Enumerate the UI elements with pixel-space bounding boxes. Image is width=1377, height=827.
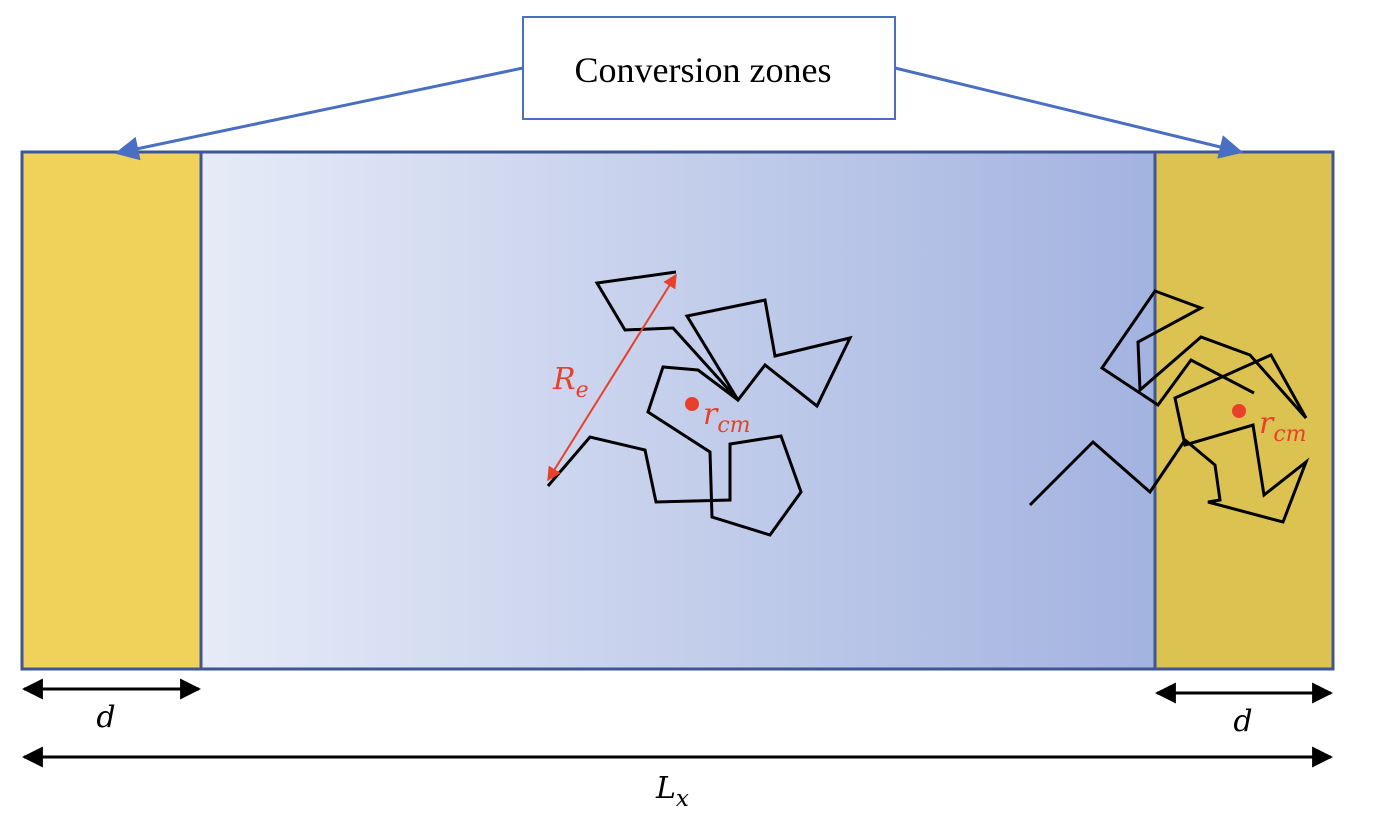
- left-conversion-zone: [22, 152, 201, 669]
- center-of-mass-dot-bulk: [685, 397, 699, 411]
- left-zone-width-label: d: [96, 700, 115, 735]
- right-zone-width-label: d: [1233, 704, 1252, 739]
- end-to-end-vector-arrow: [547, 273, 677, 482]
- bulk-region: [201, 152, 1155, 669]
- callout-arrow-left: [114, 66, 524, 161]
- callout-label: Conversion zones: [575, 50, 832, 90]
- end-to-end-vector-label: Re: [552, 362, 589, 403]
- polymer-chain-bulk: [546, 270, 853, 537]
- center-of-mass-dot-zone: [1232, 404, 1246, 418]
- center-of-mass-label-zone: rcm: [1259, 406, 1307, 447]
- polymer-chain-conversion-zone: [1028, 289, 1310, 524]
- center-of-mass-label-bulk: rcm: [703, 397, 751, 438]
- box-length-label: Lx: [655, 771, 689, 812]
- simulation-box-frame: [20, 150, 1335, 671]
- callout-arrow-right: [894, 66, 1244, 159]
- callout-box: [522, 16, 896, 120]
